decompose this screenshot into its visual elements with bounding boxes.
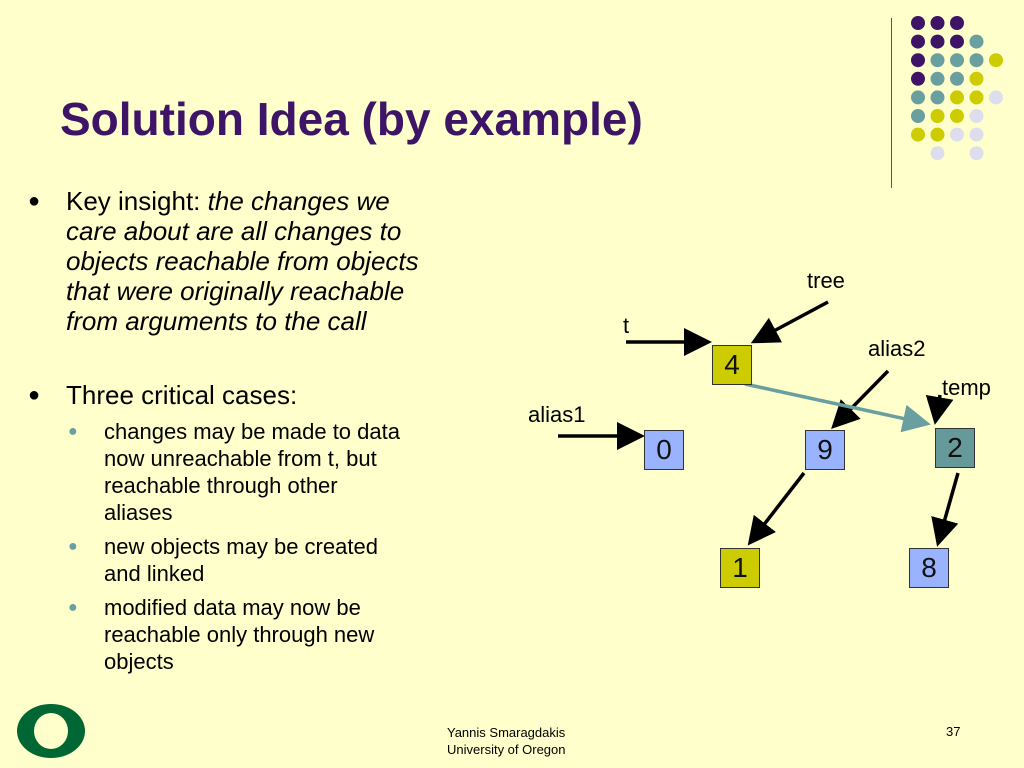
bullet-key-insight: ● Key insight: the changes we care about… — [28, 186, 508, 336]
decorative-dot — [911, 34, 925, 49]
sub-bullet-1: ● changes may be made to data now unreac… — [28, 418, 508, 526]
decorative-dot — [969, 90, 984, 105]
decorative-dot — [969, 34, 984, 49]
sub-bullet-3: ● modified data may now be reachable onl… — [28, 594, 508, 675]
label-alias1: alias1 — [528, 402, 586, 427]
footer-affiliation: University of Oregon — [447, 742, 566, 757]
sub-bullet-dot-icon: ● — [68, 423, 78, 440]
decorative-dot — [950, 127, 964, 142]
decorative-dot — [950, 16, 964, 30]
bullet-critical-cases: ● Three critical cases: — [28, 380, 508, 410]
sub-line: changes may be made to data — [104, 419, 400, 444]
arrow-tree-to-4 — [750, 300, 829, 344]
arrow-alias2-to-9 — [831, 369, 890, 429]
decorative-dot — [969, 127, 984, 142]
decorative-dot — [911, 109, 925, 123]
node-9: 9 — [805, 430, 845, 470]
label-t: t — [623, 313, 630, 338]
divider-line — [891, 18, 892, 188]
sub-line: new objects may be created — [104, 534, 378, 559]
arrow-2-to-8 — [931, 472, 960, 547]
decorative-dot — [989, 53, 1003, 68]
sub-line: reachable through other — [104, 473, 338, 498]
sub-line: aliases — [104, 500, 173, 525]
decorative-dot — [989, 90, 1003, 105]
cases-label: Three critical cases: — [66, 380, 298, 410]
label-alias2: alias2 — [868, 336, 926, 361]
page-number: 37 — [946, 724, 961, 739]
decorative-dot — [950, 90, 964, 105]
decorative-dot — [930, 127, 945, 142]
decorative-dot — [969, 109, 984, 123]
key-insight-line: objects reachable from objects — [66, 246, 419, 276]
arrow-4-to-2 — [744, 382, 931, 433]
sub-bullet-dot-icon: ● — [68, 599, 78, 616]
decorative-dot — [950, 109, 964, 123]
node-8: 8 — [909, 548, 949, 588]
decorative-dot — [969, 71, 984, 86]
decorative-dot — [911, 71, 925, 86]
arrow-9-to-1 — [747, 471, 806, 546]
footer-author: Yannis Smaragdakis — [447, 725, 566, 740]
decorative-dot — [930, 146, 945, 161]
arrow-temp-to-2 — [925, 394, 954, 425]
decorative-dot — [930, 71, 945, 86]
slide-title: Solution Idea (by example) — [60, 93, 643, 145]
bullet-dot-icon: ● — [28, 190, 41, 212]
decorative-dot — [930, 90, 945, 105]
university-logo-icon — [17, 704, 85, 758]
decorative-dot — [911, 90, 925, 105]
label-temp: temp — [942, 375, 991, 400]
sub-bullet-2: ● new objects may be created and linked — [28, 533, 508, 587]
node-0: 0 — [644, 430, 684, 470]
bullet-list: ● Key insight: the changes we care about… — [28, 186, 508, 675]
decorative-dot — [969, 146, 984, 161]
decorative-dot — [930, 34, 945, 49]
node-1: 1 — [720, 548, 760, 588]
decorative-dot — [950, 71, 964, 86]
key-insight-line: from arguments to the call — [66, 306, 367, 336]
decorative-dot — [950, 53, 964, 68]
decorative-dot — [911, 127, 925, 142]
sub-line: and linked — [104, 561, 205, 586]
decorative-dot — [930, 53, 945, 68]
decorative-dot — [969, 53, 984, 68]
bullet-dot-icon: ● — [28, 384, 41, 406]
key-insight-line: that were originally reachable — [66, 276, 405, 306]
key-insight-line: care about are all changes to — [66, 216, 402, 246]
decorative-dot — [911, 16, 925, 30]
sub-line: reachable only through new — [104, 622, 375, 647]
decorative-dot-grid — [911, 16, 1003, 161]
decorative-dot — [911, 53, 925, 68]
sub-bullet-dot-icon: ● — [68, 538, 78, 555]
decorative-dot — [930, 109, 945, 123]
node-2: 2 — [935, 428, 975, 468]
key-insight-line: the changes we — [207, 186, 390, 216]
sub-line: modified data may now be — [104, 595, 361, 620]
sub-line: objects — [104, 649, 174, 674]
label-tree: tree — [807, 268, 845, 293]
footer: Yannis Smaragdakis University of Oregon — [447, 724, 566, 758]
key-insight-label: Key insight: — [66, 186, 208, 216]
sub-line: now unreachable from t, but — [104, 446, 377, 471]
decorative-dot — [950, 34, 964, 49]
decorative-dot — [930, 16, 945, 30]
node-4: 4 — [712, 345, 752, 385]
